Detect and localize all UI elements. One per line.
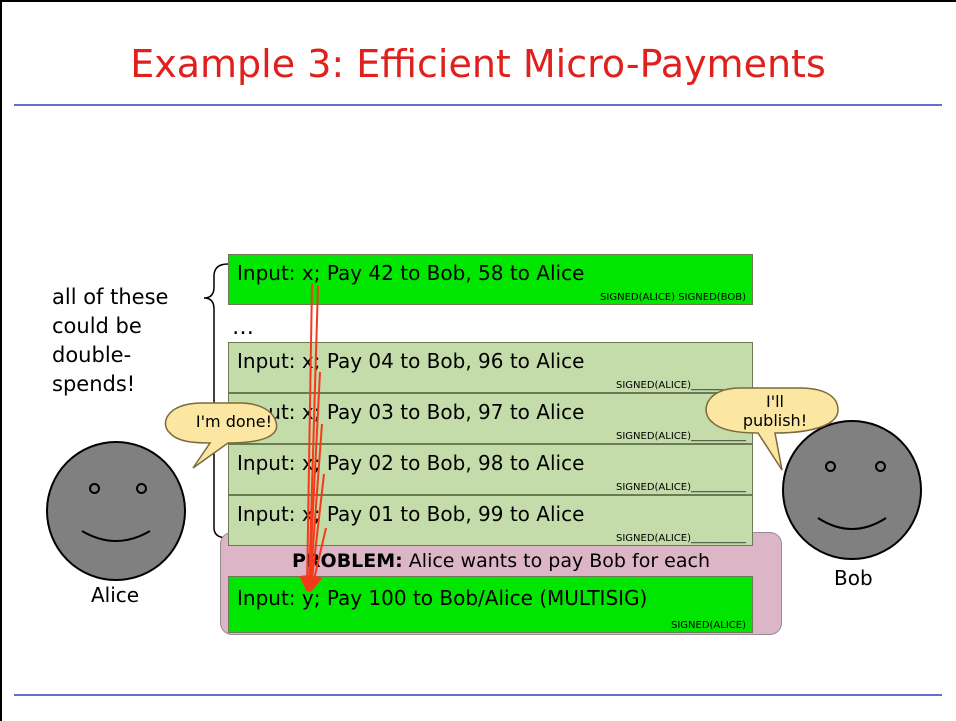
- eye-icon: [89, 483, 100, 494]
- problem-text: Alice wants to pay Bob for each: [402, 550, 710, 572]
- curly-brace: [203, 263, 229, 539]
- double-spend-note: all of these could be double- spends!: [52, 285, 169, 396]
- tx-signature: SIGNED(ALICE)___________: [615, 380, 746, 391]
- alice-label: Alice: [91, 583, 140, 607]
- tx-signature: SIGNED(ALICE)___________: [615, 482, 746, 493]
- eye-icon: [136, 483, 147, 494]
- eye-icon: [825, 461, 836, 472]
- tx-text: Input: x; Pay 02 to Bob, 98 to Alice: [237, 451, 585, 475]
- eye-icon: [875, 461, 886, 472]
- arrow: [299, 283, 316, 592]
- tx-pay-42: Input: x; Pay 42 to Bob, 58 to Alice SIG…: [228, 254, 753, 305]
- alice-face: [46, 441, 186, 581]
- smile-icon: [81, 530, 151, 542]
- tx-text: Input: x; Pay 04 to Bob, 96 to Alice: [237, 349, 585, 373]
- spend-arrows: [299, 283, 327, 592]
- bob-speech-text: I'll publish!: [742, 392, 808, 430]
- footer-rule: [14, 694, 942, 696]
- arrow: [302, 423, 323, 592]
- tx-signature: SIGNED(ALICE) SIGNED(BOB): [600, 292, 746, 303]
- ellipsis: …: [232, 315, 254, 340]
- arrow: [306, 527, 327, 592]
- bob-face: [782, 420, 922, 560]
- slide-title: Example 3: Efficient Micro-Payments: [130, 42, 826, 86]
- tx-text: Input: x; Pay 03 to Bob, 97 to Alice: [237, 400, 585, 424]
- arrow: [301, 371, 321, 592]
- tx-signature: SIGNED(ALICE): [670, 620, 746, 631]
- smile-icon: [817, 517, 887, 530]
- title-rule: [14, 104, 942, 106]
- bob-label: Bob: [834, 566, 873, 590]
- tx-signature: SIGNED(ALICE)___________: [615, 533, 746, 544]
- bob-speech-bubble: [705, 387, 839, 471]
- arrow: [304, 473, 325, 592]
- tx-text: Input: x; Pay 42 to Bob, 58 to Alice: [237, 261, 585, 285]
- arrow: [301, 285, 319, 592]
- slide-border-left: [0, 0, 2, 721]
- tx-text: Input: x; Pay 01 to Bob, 99 to Alice: [237, 502, 585, 526]
- alice-speech-text: I'm done!: [195, 412, 273, 431]
- alice-speech-bubble: [164, 402, 278, 469]
- tx-pay-03: Input: x; Pay 03 to Bob, 97 to Alice SIG…: [228, 393, 753, 444]
- slide-border-top: [0, 0, 956, 2]
- tx-signature: SIGNED(ALICE)___________: [615, 431, 746, 442]
